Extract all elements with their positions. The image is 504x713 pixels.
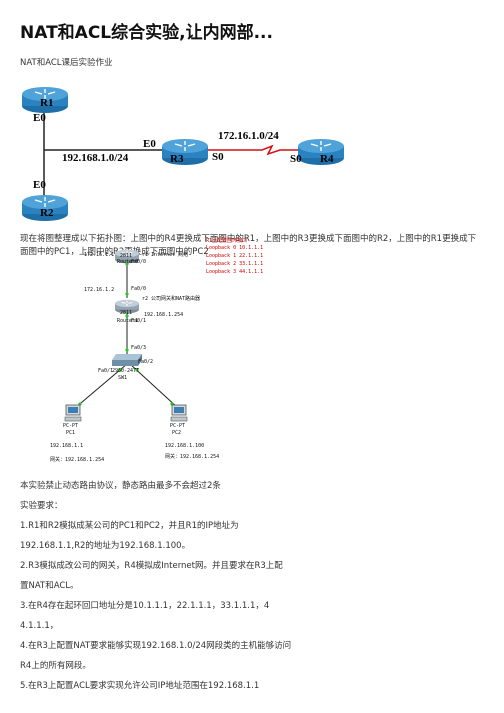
r1-name: Router0 bbox=[117, 259, 139, 265]
label-r1: R1 bbox=[40, 97, 54, 109]
sw-port-right: Fa0/2 bbox=[138, 359, 154, 365]
body-line-7: 4.1.1.1， bbox=[20, 621, 59, 631]
r2-port-down: Fa0/1 bbox=[131, 318, 147, 324]
label-r3-e0: E0 bbox=[143, 138, 156, 150]
body-line-5: 置NAT和ACL。 bbox=[20, 581, 79, 591]
pc2-gateway: 网关：192.168.1.254 bbox=[165, 454, 220, 460]
pc2-name: PC2 bbox=[172, 430, 182, 436]
router-r4-icon bbox=[298, 139, 344, 165]
replace-description: 现在将图整理成以下拓扑图：上图中的R4更换成下面图中的R1，上图中的R3更换成下… bbox=[20, 234, 477, 257]
pc1-icon bbox=[64, 404, 82, 422]
label-net-lan: 192.168.1.0/24 bbox=[62, 152, 129, 164]
pc1-name: PC1 bbox=[66, 430, 76, 436]
page-subtitle: NAT和ACL课后实验作业 bbox=[20, 58, 113, 68]
pc1-gateway: 网关：192.168.1.254 bbox=[50, 457, 105, 463]
loopback-2: Loopback 2 33.1.1.1 bbox=[206, 261, 264, 267]
pc2-ip: 192.168.1.100 bbox=[165, 443, 205, 449]
r2-port-up: Fa0/0 bbox=[131, 286, 147, 292]
label-r4: R4 bbox=[320, 153, 334, 165]
r2-ip-up: 172.16.1.2 bbox=[84, 287, 115, 293]
label-r4-s0: S0 bbox=[290, 153, 302, 165]
r2-desc: r2 公司网关和NAT路由器 bbox=[142, 296, 201, 302]
switch-icon bbox=[112, 354, 142, 366]
page-title: NAT和ACL综合实验,让内网部... bbox=[20, 23, 273, 43]
router1-icon bbox=[115, 299, 139, 314]
label-net-wan: 172.16.1.0/24 bbox=[218, 130, 279, 142]
body-line-10: 5.在R3上配置ACL要求实现允许公司IP地址范围在192.168.1.1 bbox=[20, 681, 260, 691]
router-r2-icon bbox=[22, 195, 68, 221]
body-line-6: 3.在R4存在起环回口地址分是10.1.1.1，22.1.1.1，33.1.1.… bbox=[20, 601, 270, 611]
sw-name: SW1 bbox=[118, 375, 128, 381]
router-r1-icon bbox=[22, 87, 68, 113]
r2-model: 2811 bbox=[120, 310, 133, 316]
label-r3: R3 bbox=[170, 153, 184, 165]
sw-port-left: Fa0/1 bbox=[98, 368, 114, 374]
r2-name: Router1 bbox=[117, 318, 139, 324]
router-r3-icon bbox=[162, 139, 208, 165]
body-line-1: 实验要求： bbox=[20, 501, 63, 511]
sw-port-up: Fa0/3 bbox=[131, 345, 147, 351]
body-line-9: R4上的所有网段。 bbox=[20, 661, 91, 671]
sw-model: 2960-24TT bbox=[112, 368, 140, 374]
body-line-8: 4.在R3上配置NAT要求能够实现192.168.1.0/24网段类的主机能够访… bbox=[20, 641, 292, 651]
label-r2-e0: E0 bbox=[33, 179, 46, 191]
label-r3-s0: S0 bbox=[212, 151, 224, 163]
pc1-type: PC-PT bbox=[63, 423, 79, 429]
label-r1-e0: E0 bbox=[33, 112, 46, 124]
body-line-0: 本实验禁止动态路由协议，静态路由最多不会超过2条 bbox=[20, 481, 221, 491]
body-line-4: 2.R3模拟成改公司的网关，R4模拟成Internet网。并且要求在R3上配 bbox=[20, 561, 283, 571]
body-line-3: 192.168.1.1,R2的地址为192.168.1.100。 bbox=[20, 541, 191, 551]
body-line-2: 1.R1和R2模拟成某公司的PC1和PC2，并且R1的IP地址为 bbox=[20, 521, 239, 531]
pc2-icon bbox=[170, 404, 188, 422]
loopback-3: Loopback 3 44.1.1.1 bbox=[206, 269, 264, 275]
pc2-type: PC-PT bbox=[170, 423, 186, 429]
r1-port: Fa0/0 bbox=[131, 259, 147, 265]
pc1-ip: 192.168.1.1 bbox=[50, 443, 84, 449]
r2-ip-down: 192.168.1.254 bbox=[144, 312, 184, 318]
label-r2: R2 bbox=[40, 207, 54, 219]
